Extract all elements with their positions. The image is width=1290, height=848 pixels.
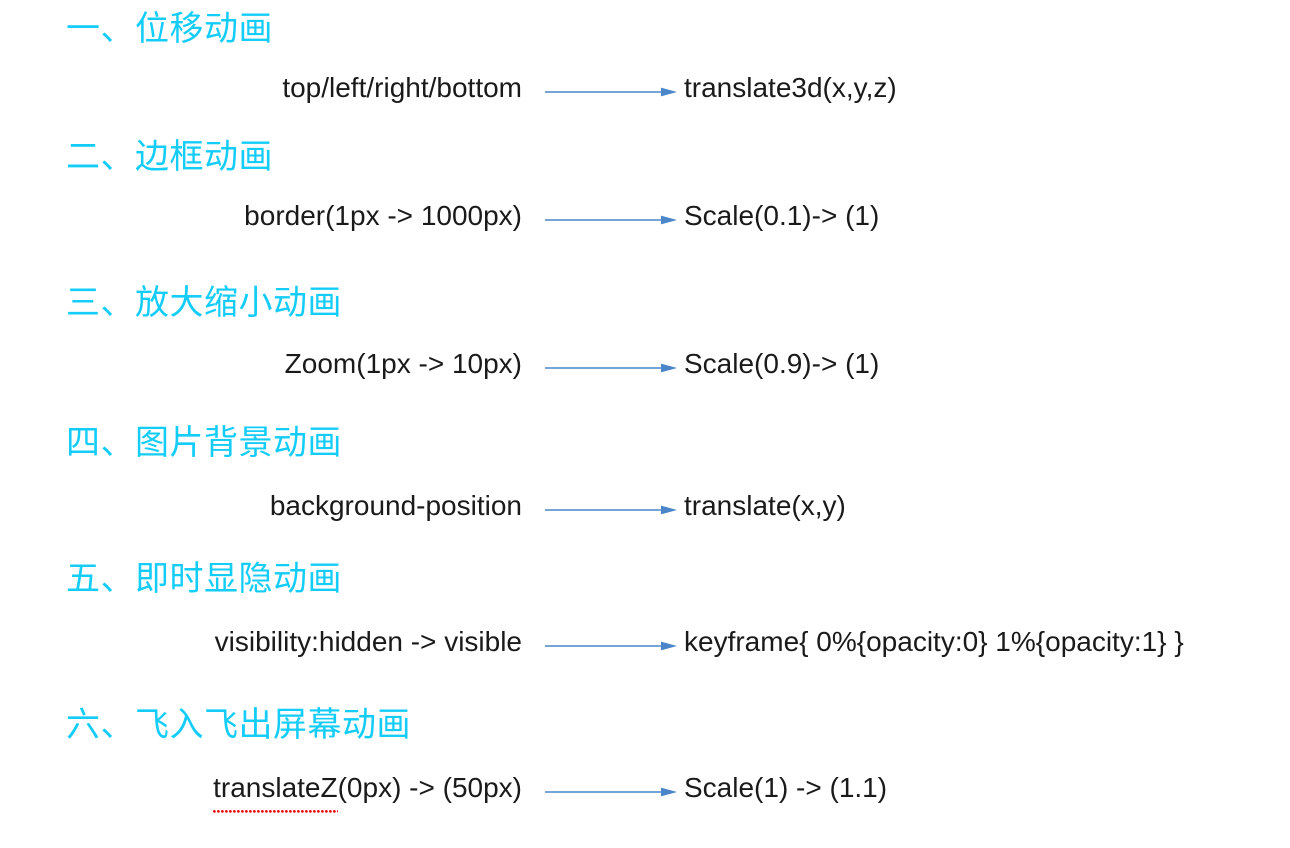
- section-6-mapping-row: translateZ(0px) -> (50px) Scale(1) -> (1…: [0, 766, 1290, 815]
- section-4-target-property: translate(x,y): [684, 490, 846, 521]
- section-1-target-property: translate3d(x,y,z): [684, 72, 897, 103]
- spellcheck-underlined-word: translateZ: [213, 766, 338, 815]
- section-6-heading: 六、飞入飞出屏幕动画: [66, 706, 411, 744]
- section-3-target-property: Scale(0.9)-> (1): [684, 348, 880, 379]
- section-6-source-suffix: (0px) -> (50px): [337, 772, 522, 803]
- section-3-source-property: Zoom(1px -> 10px): [284, 348, 522, 379]
- right-arrow-icon: [545, 787, 677, 797]
- section-3-mapping-row: Zoom(1px -> 10px) Scale(0.9)-> (1): [0, 342, 1290, 388]
- section-2-mapping-row: border(1px -> 1000px) Scale(0.1)-> (1): [0, 194, 1290, 240]
- section-3-heading: 三、放大缩小动画: [66, 284, 342, 322]
- section-2-source-property: border(1px -> 1000px): [244, 200, 522, 231]
- section-5-heading: 五、即时显隐动画: [66, 560, 342, 598]
- section-4-source-property: background-position: [269, 490, 522, 521]
- right-arrow-icon: [545, 505, 677, 515]
- section-5-source-property: visibility:hidden -> visible: [214, 626, 522, 657]
- right-arrow-icon: [545, 215, 677, 225]
- section-4-heading: 四、图片背景动画: [66, 424, 342, 462]
- section-6-target-property: Scale(1) -> (1.1): [684, 772, 888, 803]
- section-6-source-property: translateZ(0px) -> (50px): [213, 766, 522, 815]
- section-5-mapping-row: visibility:hidden -> visible keyframe{ 0…: [0, 620, 1290, 666]
- section-2-heading: 二、边框动画: [66, 138, 273, 176]
- right-arrow-icon: [545, 363, 677, 373]
- section-1-mapping-row: top/left/right/bottom translate3d(x,y,z): [0, 66, 1290, 112]
- section-5-target-property: keyframe{ 0%{opacity:0} 1%{opacity:1} }: [684, 626, 1184, 657]
- section-2-target-property: Scale(0.1)-> (1): [684, 200, 880, 231]
- right-arrow-icon: [545, 87, 677, 97]
- section-1-source-property: top/left/right/bottom: [282, 72, 522, 103]
- right-arrow-icon: [545, 641, 677, 651]
- section-4-mapping-row: background-position translate(x,y): [0, 484, 1290, 530]
- section-1-heading: 一、位移动画: [66, 10, 273, 48]
